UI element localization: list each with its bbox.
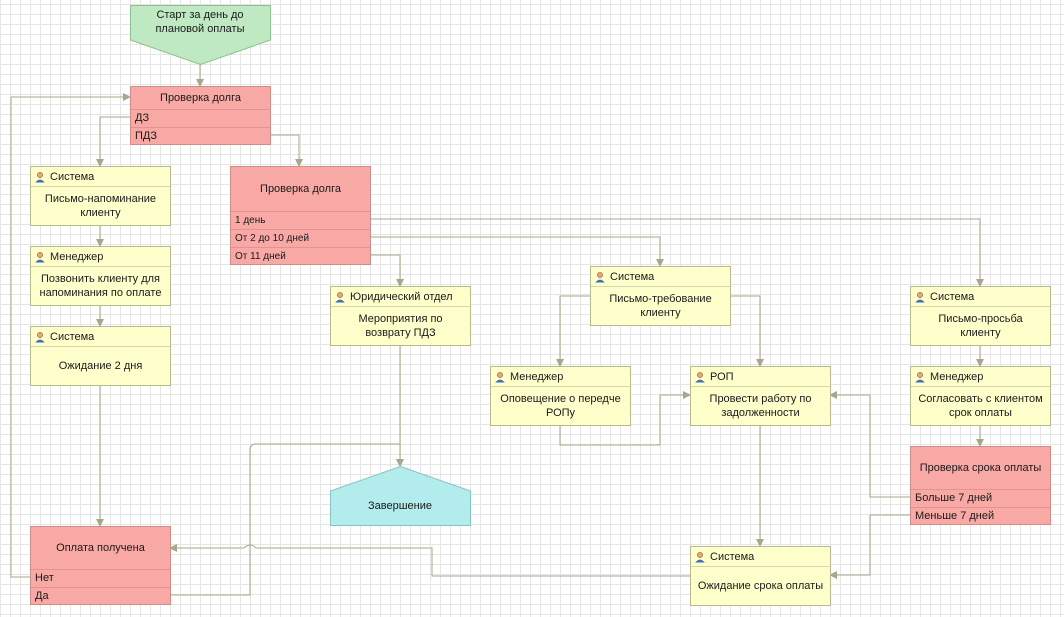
performer-role: Система (710, 550, 755, 563)
connector-yes-to-end (170, 443, 404, 596)
task-wait-due[interactable]: Система Ожидание срока оплаты (690, 546, 831, 606)
option-yes[interactable]: Да (35, 590, 49, 602)
task-text: Позвонить клиенту для напоминания по опл… (39, 272, 162, 299)
end-shape[interactable] (330, 466, 471, 526)
end-label: Завершение (368, 500, 432, 512)
task-text: Письмо-просьба клиенту (938, 312, 1023, 339)
task-text: Ожидание 2 дня (58, 359, 143, 372)
task-reminder[interactable]: Система Письмо-напоминание клиенту (30, 166, 171, 226)
task-text: Мероприятия по возврату ПДЗ (358, 312, 443, 339)
task-notify[interactable]: Менеджер Оповещение о передче РОПу (490, 366, 631, 426)
task-wait2[interactable]: Система Ожидание 2 дня (30, 326, 171, 386)
performer-role: Менеджер (930, 370, 984, 383)
user-icon (35, 331, 45, 342)
connector-pdz-to-check2 (270, 134, 303, 167)
connector-demand-to-notify (556, 295, 590, 367)
task-demand[interactable]: Система Письмо-требование клиенту (590, 266, 731, 326)
task-text: Оповещение о передче РОПу (500, 392, 621, 419)
connector-1day-to-request (370, 218, 984, 287)
task-text: Письмо-напоминание клиенту (44, 192, 157, 219)
user-icon (695, 371, 705, 382)
option-more-7-days[interactable]: Больше 7 дней (911, 490, 1050, 508)
check-due-condition[interactable]: Проверка срока оплаты Больше 7 дней Мень… (910, 446, 1051, 525)
task-text: Согласовать с клиентом срок оплаты (918, 392, 1043, 419)
performer-role: Система (50, 170, 95, 183)
connector-more7-to-rop (829, 391, 910, 498)
task-request[interactable]: Система Письмо-просьба клиенту (910, 286, 1051, 346)
option-1-day[interactable]: 1 день (231, 212, 370, 230)
option-pdz[interactable]: ПДЗ (135, 130, 157, 142)
option-less-7-days[interactable]: Меньше 7 дней (915, 510, 995, 522)
task-text: Ожидание срока оплаты (697, 579, 824, 592)
performer-role: Менеджер (510, 370, 564, 383)
task-agree[interactable]: Менеджер Согласовать с клиентом срок опл… (910, 366, 1051, 426)
check-paid-condition[interactable]: Оплата получена Нет Да (30, 526, 171, 605)
connector-demand-to-rop (730, 295, 764, 367)
option-no[interactable]: Нет (31, 570, 170, 588)
user-icon (595, 271, 605, 282)
check1-condition[interactable]: Проверка долга ДЗ ПДЗ (130, 86, 271, 145)
user-icon (695, 551, 705, 562)
task-call[interactable]: Менеджер Позвонить клиенту для напоминан… (30, 246, 171, 306)
connector-2to10-to-demand (370, 236, 664, 267)
connector-waitdue-to-paid (169, 544, 690, 577)
user-icon (495, 371, 505, 382)
condition-title: Проверка долга (131, 87, 270, 110)
start-shape[interactable] (130, 5, 271, 65)
connector-11days-to-legal (370, 254, 404, 287)
performer-role: Система (930, 290, 975, 303)
performer-role: Система (610, 270, 655, 283)
connector-less7-to-waitdue (829, 514, 910, 579)
performer-role: РОП (710, 370, 734, 383)
user-icon (915, 291, 925, 302)
option-11-days[interactable]: От 11 дней (235, 251, 286, 262)
option-dz[interactable]: ДЗ (131, 110, 270, 128)
performer-role: Система (50, 330, 95, 343)
task-text: Письмо-требование клиенту (609, 292, 712, 319)
task-rop[interactable]: РОП Провести работу по задолженности (690, 366, 831, 426)
option-2-to-10-days[interactable]: От 2 до 10 дней (231, 230, 370, 248)
start-label: Старт за день до плановой оплаты (155, 9, 245, 35)
performer-role: Юридический отдел (350, 290, 453, 303)
connector-notify-to-rop (559, 391, 691, 446)
user-icon (335, 291, 345, 302)
user-icon (915, 371, 925, 382)
performer-role: Менеджер (50, 250, 104, 263)
check2-condition[interactable]: Проверка долга 1 день От 2 до 10 дней От… (230, 166, 371, 265)
condition-title: Проверка срока оплаты (911, 447, 1050, 490)
connector-no-to-check1 (10, 93, 131, 578)
connector-dz-to-reminder (96, 116, 130, 167)
condition-title: Проверка долга (231, 167, 370, 212)
task-legal[interactable]: Юридический отдел Мероприятия по возврат… (330, 286, 471, 346)
user-icon (35, 171, 45, 182)
task-text: Провести работу по задолженности (709, 392, 812, 419)
user-icon (35, 251, 45, 262)
condition-title: Оплата получена (31, 527, 170, 570)
